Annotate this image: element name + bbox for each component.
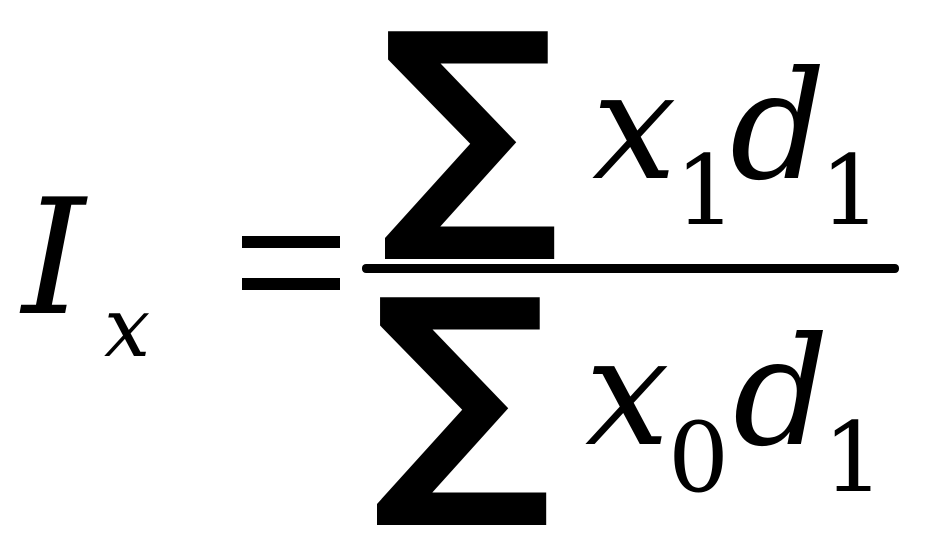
fraction-line	[362, 264, 899, 273]
denominator-var-subscript: 0	[668, 402, 730, 514]
numerator-var-subscript: 1	[675, 135, 737, 247]
numerator-var: x	[592, 40, 677, 214]
lhs-symbol: I	[22, 164, 86, 351]
denominator-sum-icon: ∑	[372, 245, 552, 536]
denominator-weight: d	[733, 306, 830, 480]
numerator-weight-subscript: 1	[820, 135, 882, 247]
denominator-var: x	[585, 306, 670, 480]
numerator-weight: d	[730, 40, 827, 214]
lhs-subscript: x	[104, 281, 151, 376]
denominator-weight-subscript: 1	[823, 402, 885, 514]
numerator-sum-icon: ∑	[380, 0, 560, 270]
